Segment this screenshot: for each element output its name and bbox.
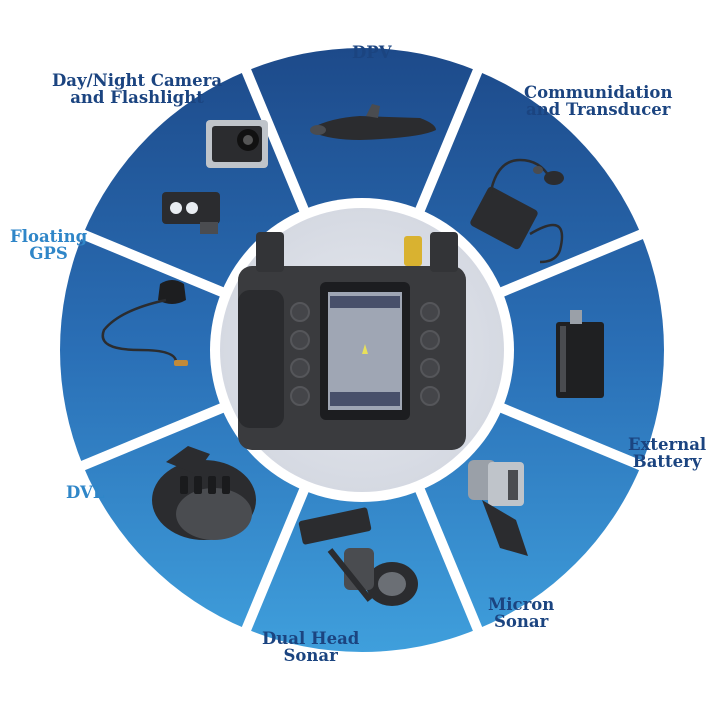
sonar-icon xyxy=(468,460,528,556)
handheld-console-icon xyxy=(238,232,466,450)
gps-puck-icon xyxy=(101,280,188,366)
segment-separator xyxy=(240,484,310,635)
segment-separator xyxy=(414,484,484,635)
label-dvl: DVL xyxy=(66,483,105,502)
camera-icon xyxy=(162,120,268,234)
segment-separator xyxy=(240,65,310,216)
dual-sonar-icon xyxy=(298,507,418,606)
scooter-icon xyxy=(310,104,436,140)
label-dpv: DPV xyxy=(352,43,392,62)
segment-separator xyxy=(496,402,647,472)
accessory-icons xyxy=(101,104,604,606)
battery-icon xyxy=(556,310,604,398)
dvl-icon xyxy=(152,446,256,540)
segment-separator xyxy=(77,402,228,472)
segment-separator xyxy=(77,228,228,298)
segment-separator xyxy=(414,65,484,216)
segment-separators xyxy=(77,65,647,635)
transducer-icon xyxy=(470,158,564,264)
segment-separator xyxy=(496,228,647,298)
